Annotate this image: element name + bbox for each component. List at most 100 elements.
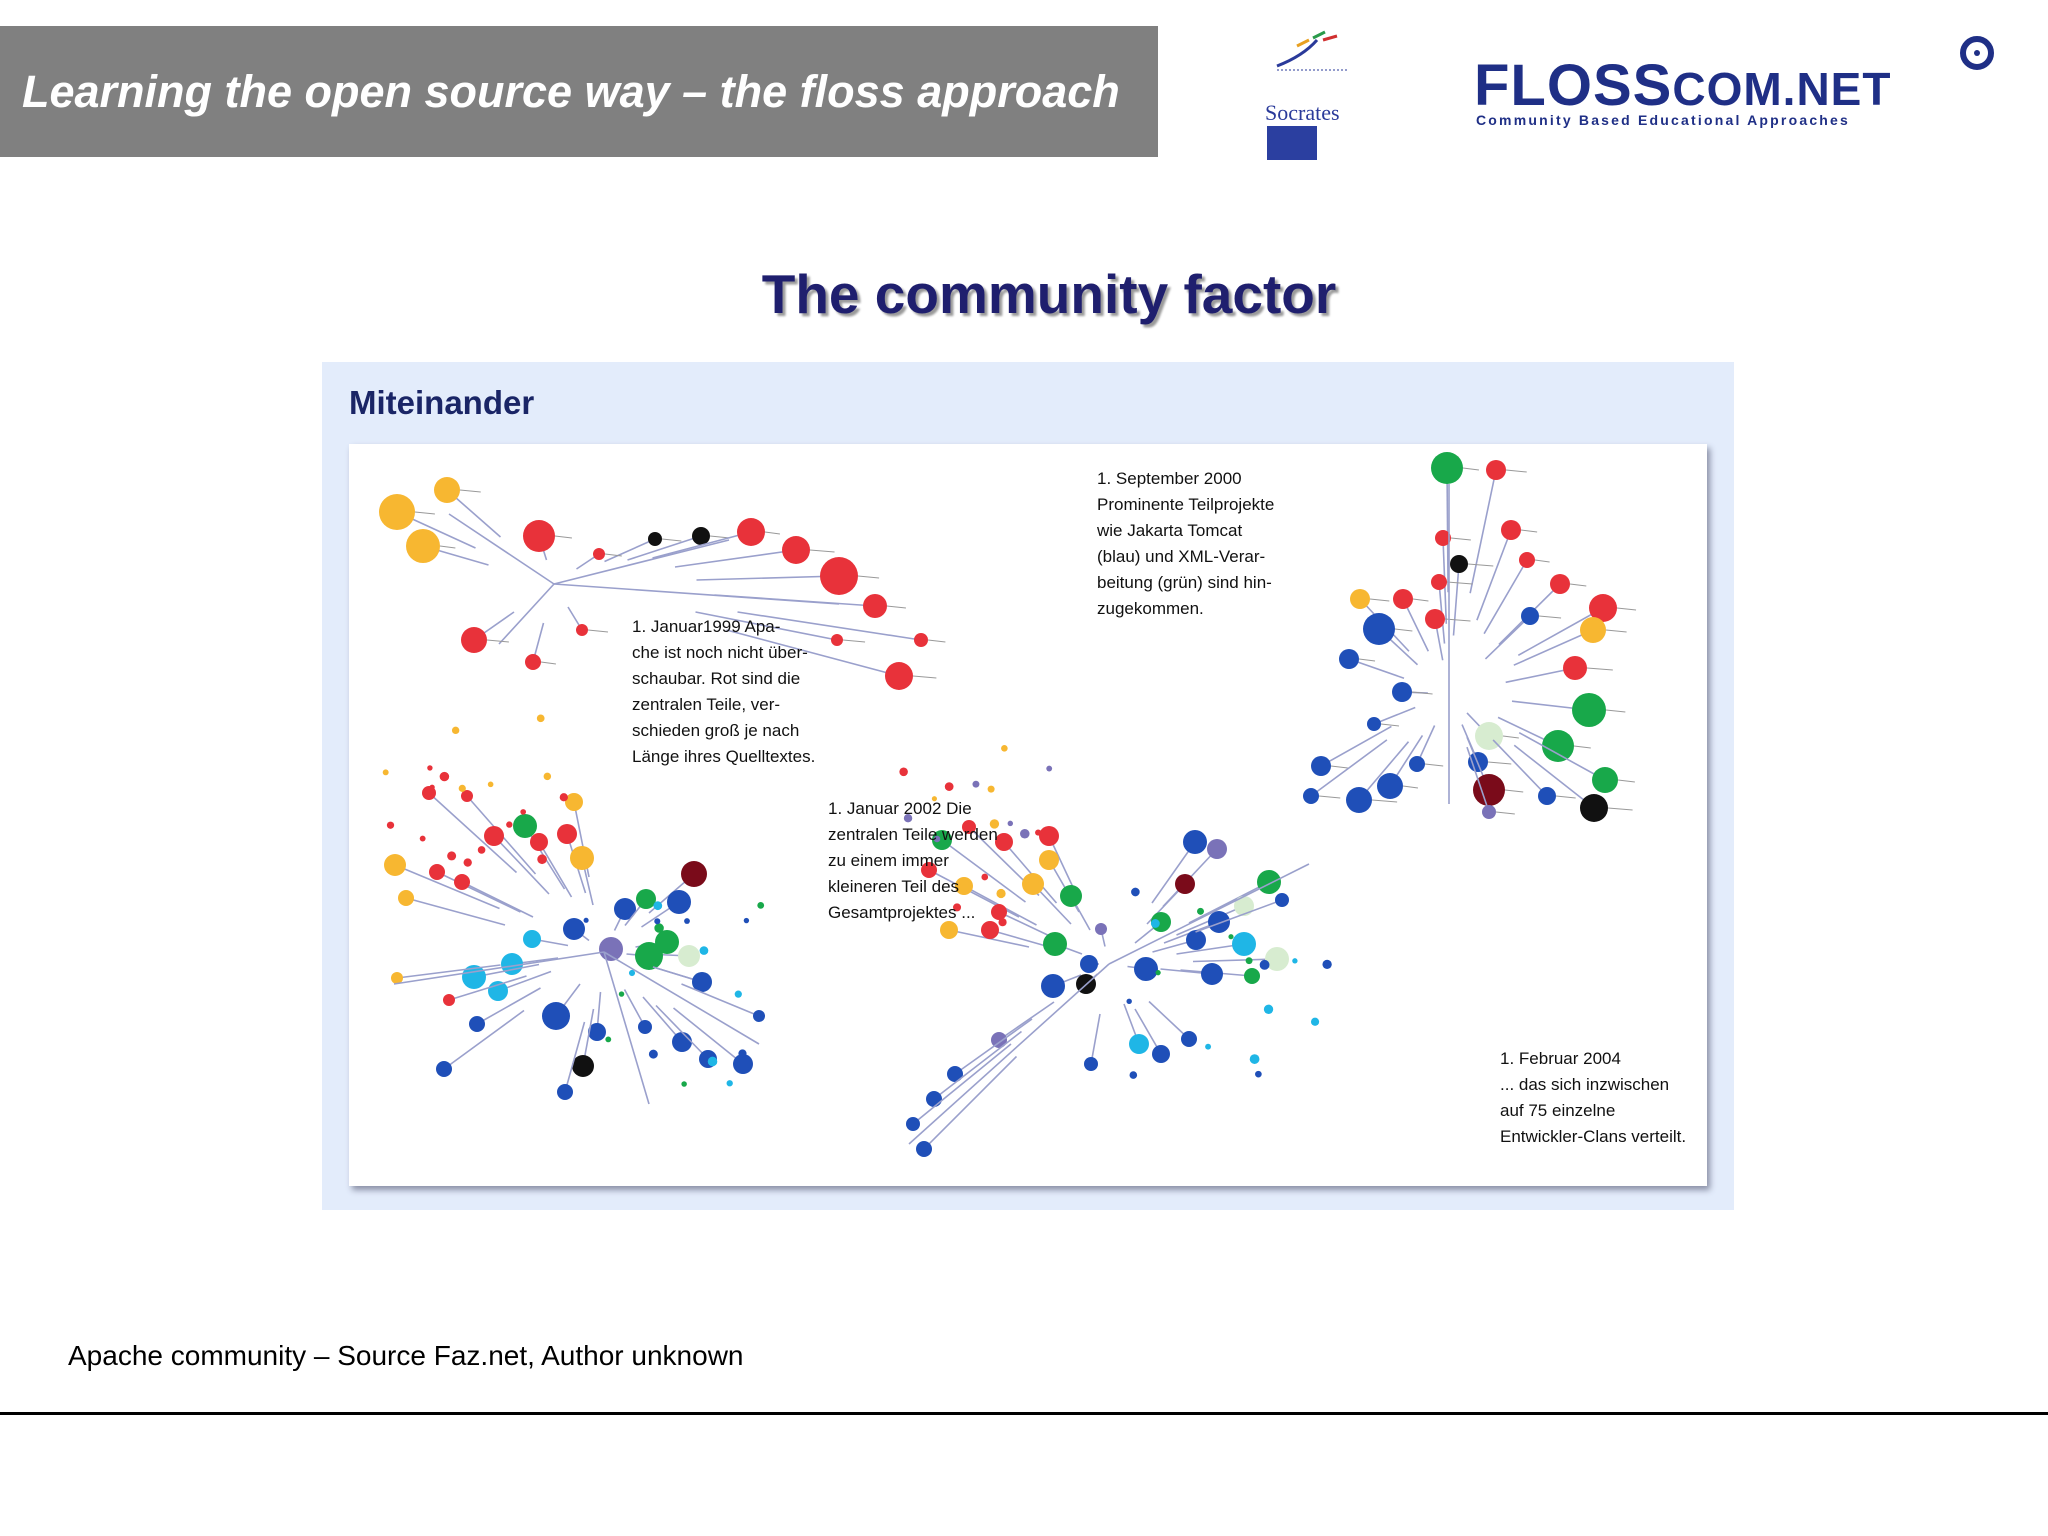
leaf-node	[382, 769, 389, 776]
node-label-mark	[927, 639, 946, 643]
node	[672, 1032, 692, 1052]
node-label-mark	[842, 639, 866, 643]
socrates-logo: Socrates	[1265, 22, 1355, 162]
node	[820, 557, 858, 595]
node-label-mark	[764, 531, 781, 535]
node	[1084, 1057, 1098, 1071]
node	[454, 874, 470, 890]
node	[588, 1023, 606, 1041]
node-label-mark	[587, 629, 609, 633]
node	[557, 1084, 573, 1100]
eu-flag-icon	[1267, 126, 1317, 160]
node-label-mark	[540, 661, 556, 665]
edge	[1483, 559, 1528, 635]
edge	[1518, 731, 1606, 781]
node	[461, 790, 473, 802]
caption-1999: 1. Januar1999 Apa- che ist noch nicht üb…	[632, 617, 816, 766]
edge	[1148, 1000, 1190, 1040]
node	[1589, 594, 1617, 622]
node	[681, 861, 707, 887]
node-label-mark	[1487, 761, 1512, 765]
node	[1207, 839, 1227, 859]
header-bar: Learning the open source way – the floss…	[0, 26, 1158, 157]
leaf-node	[429, 784, 435, 790]
leaf-node	[1150, 919, 1160, 928]
node	[1152, 1045, 1170, 1063]
node	[1060, 885, 1082, 907]
node	[593, 548, 605, 560]
edge	[674, 549, 797, 568]
edge	[493, 835, 550, 895]
leaf-node	[1205, 1043, 1212, 1050]
node	[648, 532, 662, 546]
node	[572, 1055, 594, 1077]
node	[926, 1091, 942, 1107]
edge	[989, 929, 1050, 948]
node	[1043, 932, 1067, 956]
leaf-node	[537, 854, 547, 865]
leaf-node	[1126, 998, 1132, 1004]
edge	[623, 989, 646, 1028]
leaf-node	[451, 726, 460, 735]
edge	[448, 513, 555, 585]
leaf-node	[618, 991, 625, 997]
node-label-mark	[1467, 563, 1494, 567]
leaf-node	[996, 888, 1006, 899]
bottom-rule	[0, 1412, 2048, 1415]
leaf-node	[681, 1081, 687, 1087]
edge	[737, 611, 922, 641]
node	[995, 833, 1013, 851]
node	[1339, 649, 1359, 669]
leaf-node	[1245, 957, 1253, 965]
edge	[933, 1030, 1022, 1100]
leaf-node	[931, 796, 937, 802]
edge	[564, 1021, 586, 1093]
leaf-node	[1228, 934, 1234, 940]
edge	[1452, 563, 1460, 636]
edge	[1003, 841, 1058, 904]
node	[921, 862, 937, 878]
node-label-mark	[604, 553, 622, 557]
node	[1183, 830, 1207, 854]
node-label-mark	[1424, 763, 1444, 767]
leaf-node	[447, 851, 457, 861]
leaf-node	[506, 821, 513, 828]
node	[655, 930, 679, 954]
node	[1392, 682, 1412, 702]
node	[434, 477, 460, 503]
node	[1563, 656, 1587, 680]
edge	[428, 792, 518, 874]
edge	[1320, 725, 1392, 767]
leaf-node	[559, 793, 568, 802]
node	[1482, 805, 1496, 819]
edge	[1469, 469, 1497, 594]
edge	[1151, 841, 1196, 904]
node	[962, 820, 976, 834]
leaf-node	[654, 923, 664, 933]
edge	[443, 1009, 525, 1070]
flosscom-main: FLOSS	[1474, 53, 1673, 118]
edge	[436, 871, 521, 913]
node-label-mark	[1394, 628, 1413, 632]
node-label-mark	[1412, 598, 1429, 602]
node	[667, 890, 691, 914]
node-label-mark	[1605, 629, 1627, 633]
leaf-node	[1131, 887, 1140, 897]
node	[525, 654, 541, 670]
edge	[461, 881, 534, 918]
node-label-mark	[1538, 615, 1562, 619]
leaf-node	[1155, 970, 1161, 976]
node-label-mark	[1520, 529, 1538, 533]
node	[1208, 911, 1230, 933]
leaf-node	[757, 902, 765, 909]
socrates-swoosh-icon	[1276, 30, 1347, 71]
leaf-node	[738, 1049, 747, 1058]
node	[940, 921, 958, 939]
node	[1275, 893, 1289, 907]
leaf-node	[605, 1036, 612, 1043]
edge	[941, 839, 1026, 903]
node-label-mark	[1555, 795, 1576, 799]
edge	[923, 1055, 1018, 1150]
node	[1486, 460, 1506, 480]
node	[1346, 787, 1372, 813]
